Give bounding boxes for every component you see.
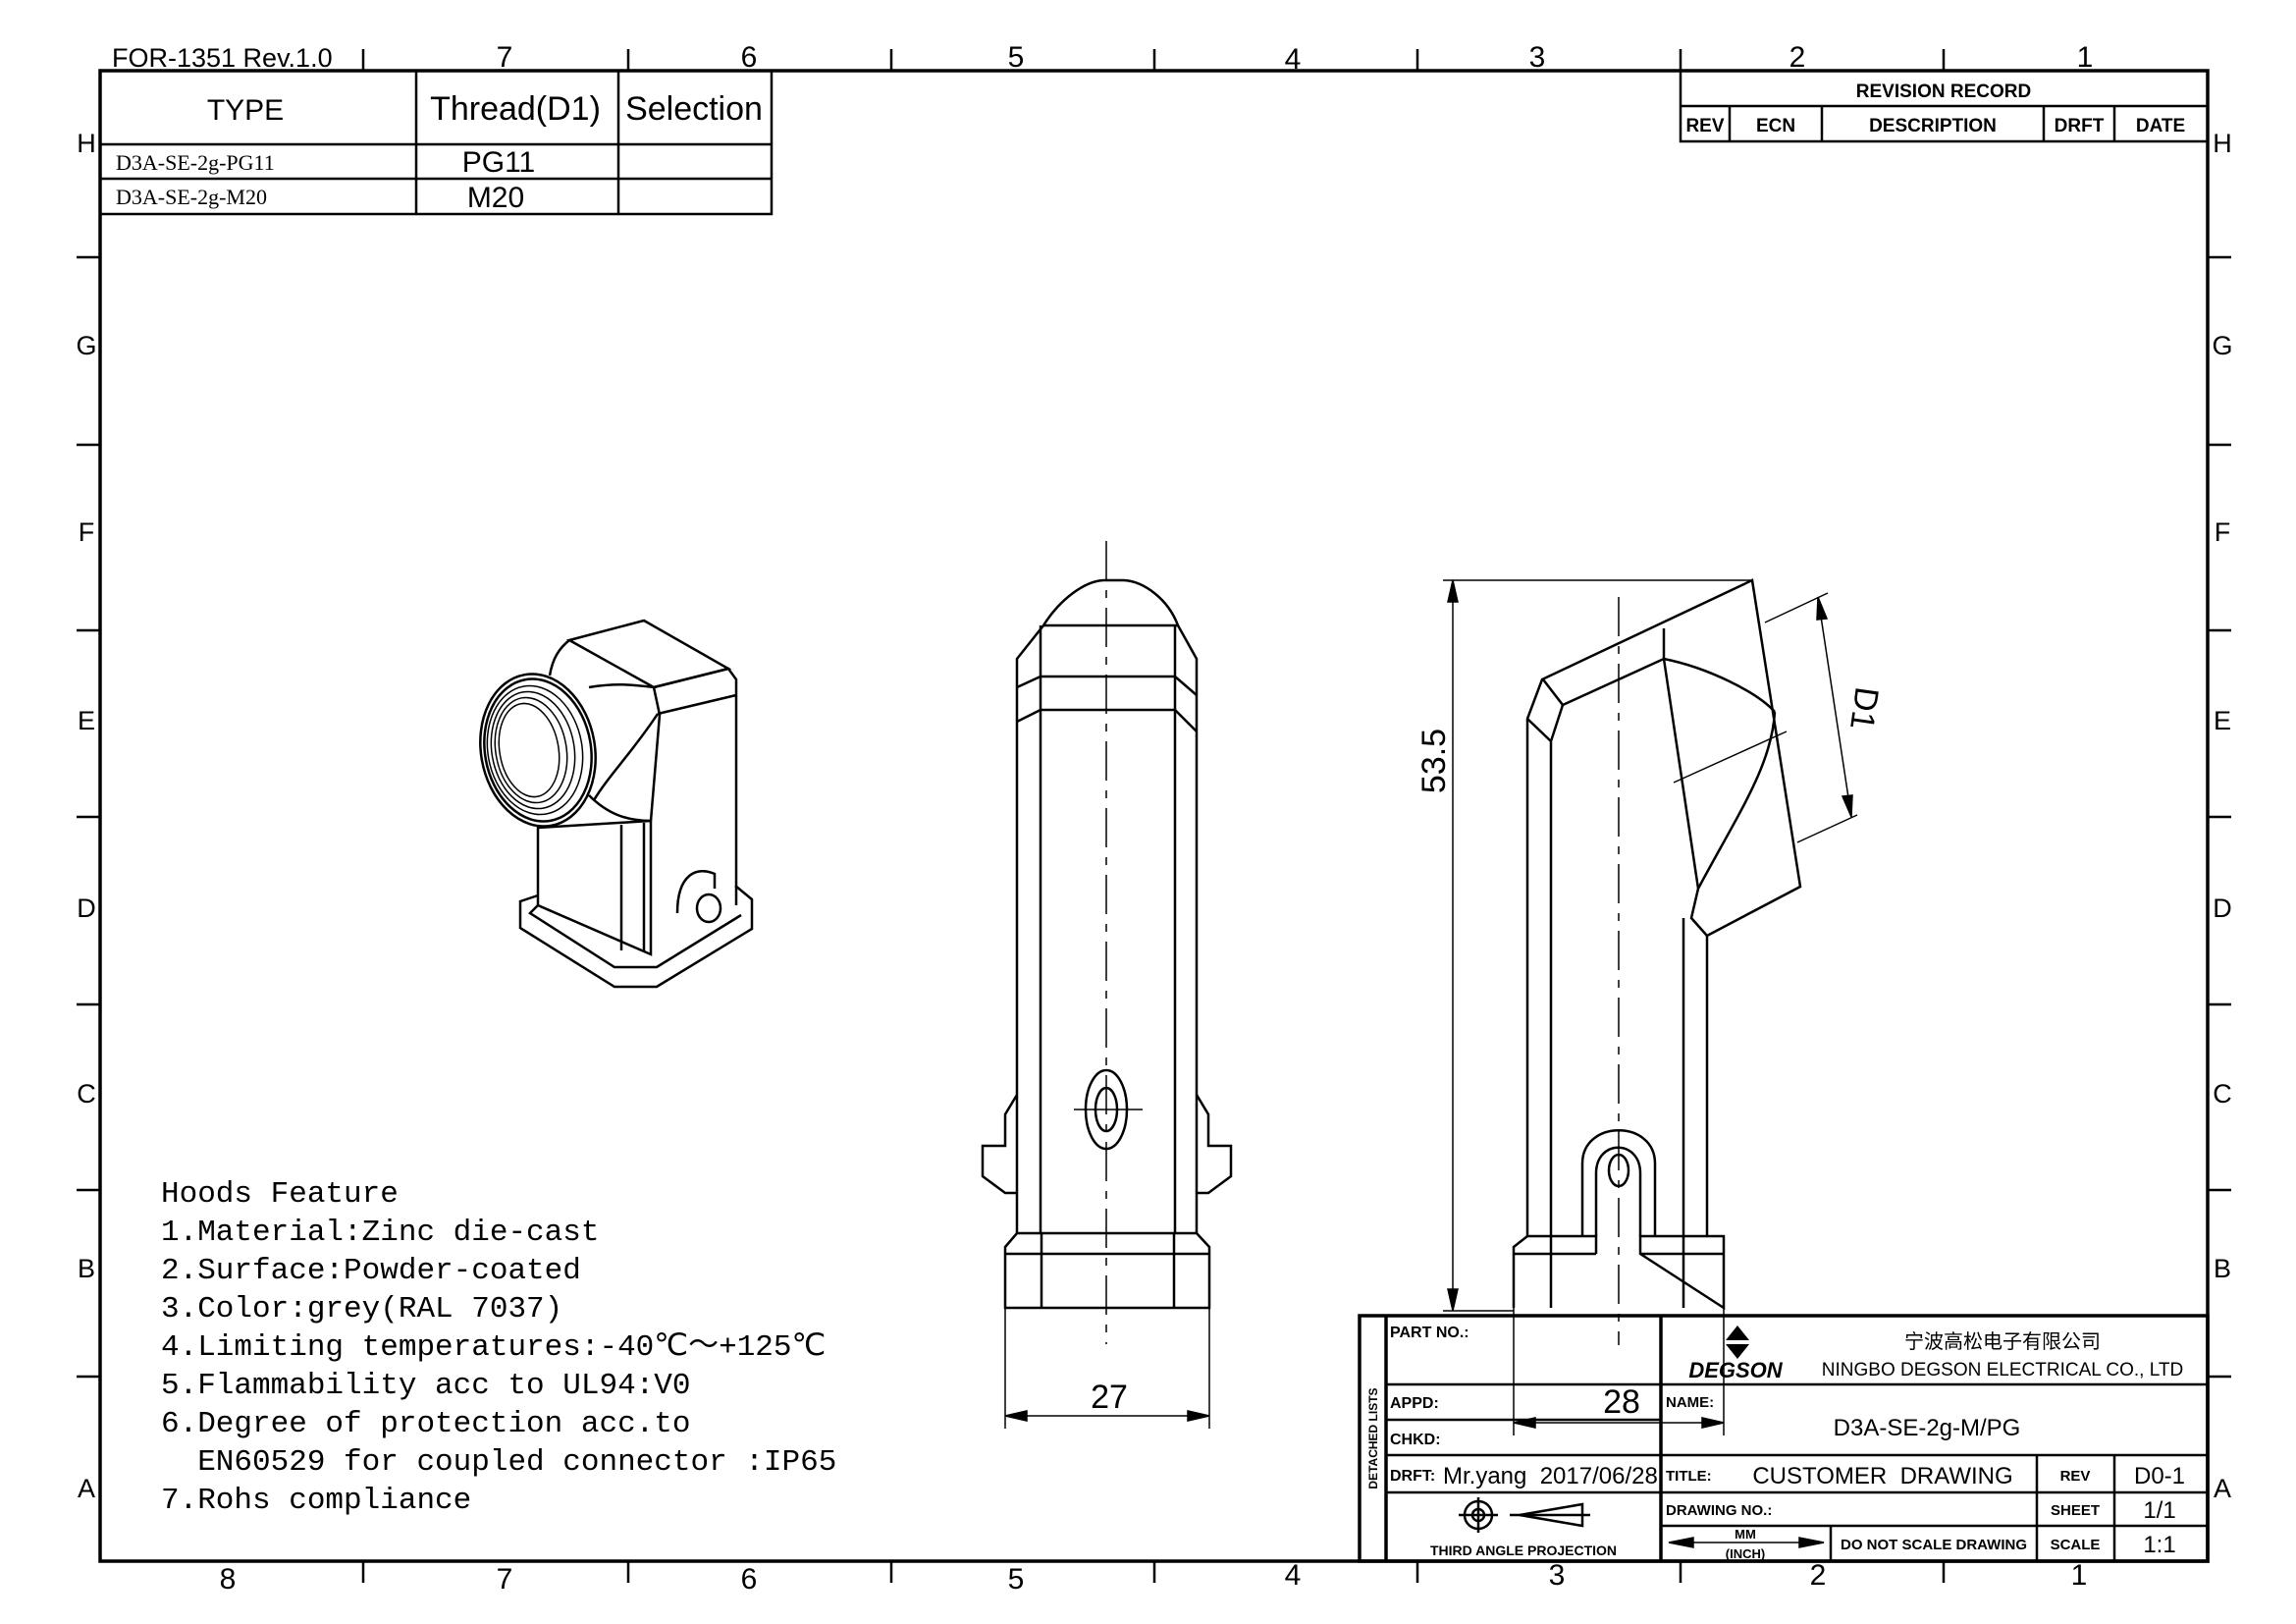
row-labels-right: H G F E D C B A: [2212, 129, 2232, 1503]
thread-cell: PG11: [462, 146, 536, 179]
dimension-thread-d1: D1: [1842, 684, 1886, 731]
side-view: 53.5 D1 28: [1415, 578, 1886, 1435]
projection-label: THIRD ANGLE PROJECTION: [1430, 1543, 1617, 1558]
column-labels-bottom: 8 7 6 5 4 3 2 1: [220, 1559, 2088, 1596]
col-label: 6: [741, 1563, 758, 1596]
col-label: 8: [220, 1563, 237, 1596]
rev-value: D0-1: [2134, 1463, 2185, 1489]
col-label: 6: [741, 41, 758, 74]
part-no-label: PART NO.:: [1390, 1325, 1469, 1341]
third-angle-projection-symbol: [1459, 1497, 1590, 1533]
row-label: F: [79, 517, 95, 547]
dimension-front-width: 27: [1091, 1379, 1128, 1416]
col-label: 3: [1549, 1559, 1566, 1592]
front-view: 27: [981, 541, 1233, 1429]
row-label: B: [2214, 1254, 2231, 1283]
row-label: B: [78, 1254, 95, 1283]
row-labels-left: H G F E D C B A: [76, 129, 96, 1503]
type-header: TYPE: [207, 94, 284, 127]
note-line: 2.Surface:Powder-coated: [161, 1254, 581, 1288]
drft-label: DRFT:: [1390, 1468, 1435, 1485]
company-name-cn: 宁波高松电子有限公司: [1904, 1330, 2101, 1353]
notes-title: Hoods Feature: [161, 1177, 399, 1212]
grid-ticks: [77, 49, 2231, 1583]
sheet-label: SHEET: [2051, 1502, 2100, 1519]
col-label: 7: [497, 41, 513, 74]
row-label: A: [2214, 1474, 2231, 1503]
note-line: 4.Limiting temperatures:-40℃～+125℃: [161, 1330, 826, 1365]
row-label: A: [78, 1474, 95, 1503]
description-col-header: DESCRIPTION: [1869, 116, 1997, 136]
col-label: 1: [2071, 1559, 2088, 1592]
logo-text: DEGSON: [1688, 1358, 1783, 1382]
revision-record-title: REVISION RECORD: [1856, 81, 2031, 102]
note-line: 5.Flammability acc to UL94:V0: [161, 1369, 691, 1403]
name-label: NAME:: [1666, 1394, 1714, 1411]
chkd-label: CHKD:: [1390, 1432, 1441, 1448]
revision-record-table: REVISION RECORD REV ECN DESCRIPTION DRFT…: [1679, 69, 2210, 143]
column-labels-top: 7 6 5 4 3 2 1: [497, 41, 2094, 76]
col-label: 2: [1810, 1559, 1827, 1592]
row-label: G: [76, 331, 96, 360]
units-arrow: [1668, 1537, 1825, 1548]
col-label: 4: [1285, 43, 1302, 76]
rev-col-header: REV: [1685, 116, 1724, 136]
dimension-height: 53.5: [1415, 729, 1453, 793]
detached-lists-label: DETACHED LISTS: [1366, 1387, 1380, 1489]
row-label: G: [2212, 331, 2232, 360]
isometric-view: [479, 619, 754, 989]
sheet-value: 1/1: [2143, 1497, 2175, 1524]
drft-col-header: DRFT: [2055, 116, 2105, 136]
type-table: TYPE Thread(D1) Selection D3A-SE-2g-PG11…: [98, 69, 774, 216]
dimension-side-width: 28: [1603, 1383, 1640, 1421]
note-line: 7.Rohs compliance: [161, 1484, 471, 1518]
name-value: D3A-SE-2g-M/PG: [1834, 1415, 2021, 1441]
scale-value: 1:1: [2143, 1532, 2175, 1558]
row-label: D: [2213, 893, 2232, 923]
hoods-feature-notes: Hoods Feature 1.Material:Zinc die-cast 2…: [161, 1177, 836, 1518]
scale-label: SCALE: [2051, 1537, 2101, 1553]
row-label: C: [77, 1079, 96, 1109]
degson-logo: DEGSON: [1688, 1326, 1784, 1382]
type-cell: D3A-SE-2g-M20: [116, 185, 267, 209]
drawing-no-label: DRAWING NO.:: [1666, 1502, 1772, 1519]
col-label: 7: [497, 1563, 513, 1596]
row-label: E: [2214, 706, 2231, 735]
appd-label: APPD:: [1390, 1395, 1439, 1412]
selection-header: Selection: [625, 90, 763, 128]
col-label: 5: [1008, 41, 1025, 74]
row-label: F: [2215, 517, 2231, 547]
type-cell: D3A-SE-2g-PG11: [116, 150, 275, 175]
note-line: 1.Material:Zinc die-cast: [161, 1216, 599, 1250]
units-inch: (INCH): [1726, 1546, 1765, 1561]
note-line: 3.Color:grey(RAL 7037): [161, 1292, 562, 1326]
row-label: H: [77, 129, 96, 158]
drft-value: Mr.yang 2017/06/28: [1443, 1463, 1658, 1489]
col-label: 3: [1529, 41, 1546, 74]
row-label: C: [2213, 1079, 2232, 1109]
title-label: TITLE:: [1666, 1468, 1712, 1485]
do-not-scale-label: DO NOT SCALE DRAWING: [1841, 1537, 2027, 1553]
title-value: CUSTOMER DRAWING: [1752, 1463, 2012, 1489]
thread-cell: M20: [467, 182, 524, 214]
thread-header: Thread(D1): [430, 90, 601, 128]
note-line: EN60529 for coupled connector :IP65: [161, 1445, 836, 1480]
col-label: 1: [2077, 41, 2094, 74]
title-block: DETACHED LISTS PART NO.: APPD: CHKD: DRF…: [1358, 1314, 2210, 1563]
col-label: 2: [1789, 41, 1806, 74]
row-label: D: [77, 893, 96, 923]
form-id: FOR-1351 Rev.1.0: [112, 43, 333, 73]
ecn-col-header: ECN: [1756, 116, 1795, 136]
row-label: E: [78, 706, 95, 735]
note-line: 6.Degree of protection acc.to: [161, 1407, 691, 1441]
col-label: 5: [1008, 1563, 1025, 1596]
col-label: 4: [1285, 1559, 1302, 1592]
units-mm: MM: [1735, 1527, 1756, 1542]
rev-label: REV: [2060, 1468, 2091, 1485]
row-label: H: [2213, 129, 2232, 158]
date-col-header: DATE: [2136, 116, 2185, 136]
company-name-en: NINGBO DEGSON ELECTRICAL CO., LTD: [1822, 1360, 2183, 1380]
